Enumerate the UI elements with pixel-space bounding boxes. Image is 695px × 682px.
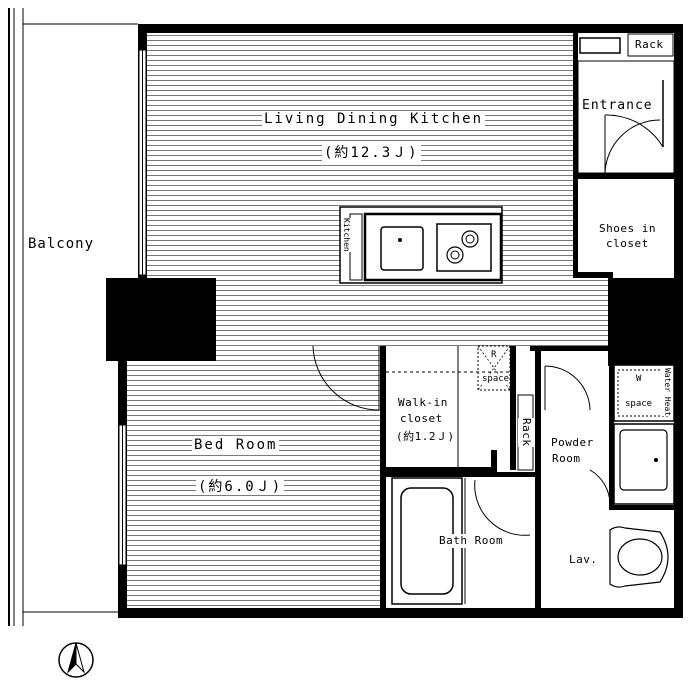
living-floor-lower (216, 278, 608, 346)
living-room-size: (約12.3Ｊ) (322, 145, 421, 161)
bedroom-floor (127, 346, 384, 608)
rack-mid-label: Rack (518, 418, 534, 447)
powder-label-2: Room (551, 452, 582, 466)
w-space-word: space (625, 399, 653, 410)
rack-top-label: Rack (634, 38, 665, 52)
walkin-size: (約1.2Ｊ) (395, 430, 456, 444)
r-space-word: space (482, 374, 510, 385)
lav-label: Lav. (568, 553, 599, 567)
living-room-label: Living Dining Kitchen (262, 111, 486, 127)
water-heater-label: Water Heat (662, 368, 673, 417)
shoes-closet-label-2: closet (605, 237, 650, 251)
balcony-label: Balcony (26, 236, 97, 252)
r-space-letter: R (491, 350, 497, 361)
walls (106, 24, 683, 618)
powder-label-1: Powder (550, 436, 595, 450)
shoes-closet-label-1: Shoes in (598, 222, 657, 236)
walkin-label-2: closet (399, 412, 444, 426)
bedroom-size: (約6.0Ｊ) (196, 479, 285, 495)
kitchen-side-label: Kitchen (341, 218, 352, 252)
bedroom-label: Bed Room (192, 437, 280, 453)
bath-label: Bath Room (438, 534, 505, 548)
kitchen-counter (339, 206, 503, 284)
north-compass-icon (58, 642, 94, 678)
walkin-label-1: Walk-in (397, 396, 449, 410)
balcony-area (8, 8, 138, 626)
w-space-letter: W (636, 374, 642, 385)
entrance-fixtures (577, 33, 675, 174)
windows (118, 49, 147, 566)
entrance-label: Entrance (580, 98, 655, 114)
